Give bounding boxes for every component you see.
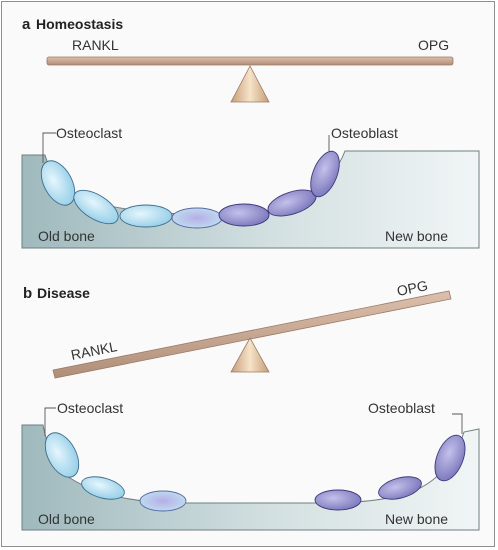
osteoblast-label-a: Osteoblast [331,125,398,141]
new-bone-label-a: New bone [385,228,448,244]
osteoblast-cell [434,434,466,482]
osteoclast-label-a: Osteoclast [56,125,122,141]
panel-a-title: Homeostasis [36,16,123,32]
panel-b-title: Disease [37,285,90,301]
osteoclast-cell [73,189,119,225]
panel-b: b Disease RANKL OPG Osteoclast Osteoblas… [21,277,480,531]
osteoclast-label-b: Osteoclast [57,400,123,416]
osteoclast-cell [40,160,76,206]
osteoclast-leader-a [42,132,56,163]
osteoblast-label-b: Osteoblast [368,400,435,416]
opg-label-a: OPG [418,37,449,53]
fulcrum-b [230,337,270,373]
osteoblast-cell [314,489,362,511]
panel-b-letter: b [23,285,32,302]
osteoclast-cell [119,204,173,228]
old-bone-label-b: Old bone [38,511,95,527]
osteoblast-cell [378,476,422,500]
fulcrum-a [230,65,270,103]
panel-a: a Homeostasis RANKL OPG Osteoclast Osteo… [21,16,480,249]
transition-cell [171,207,223,229]
osteoblast-leader-b [452,413,463,434]
seesaw-beam-balanced [46,56,454,66]
new-bone-label-b: New bone [385,511,448,527]
seesaw-beam-tilted [52,290,452,379]
osteoclast-cell [44,432,80,478]
old-bone-label-a: Old bone [38,228,95,244]
rankl-label-a: RANKL [72,37,119,53]
transition-cell [139,490,187,512]
panel-a-letter: a [22,16,31,33]
osteoblast-cell [218,203,270,227]
osteoclast-leader-b [44,407,56,436]
opg-label-b: OPG [395,277,429,299]
osteoblast-cell [310,150,340,198]
osteoclast-cell [81,476,125,500]
